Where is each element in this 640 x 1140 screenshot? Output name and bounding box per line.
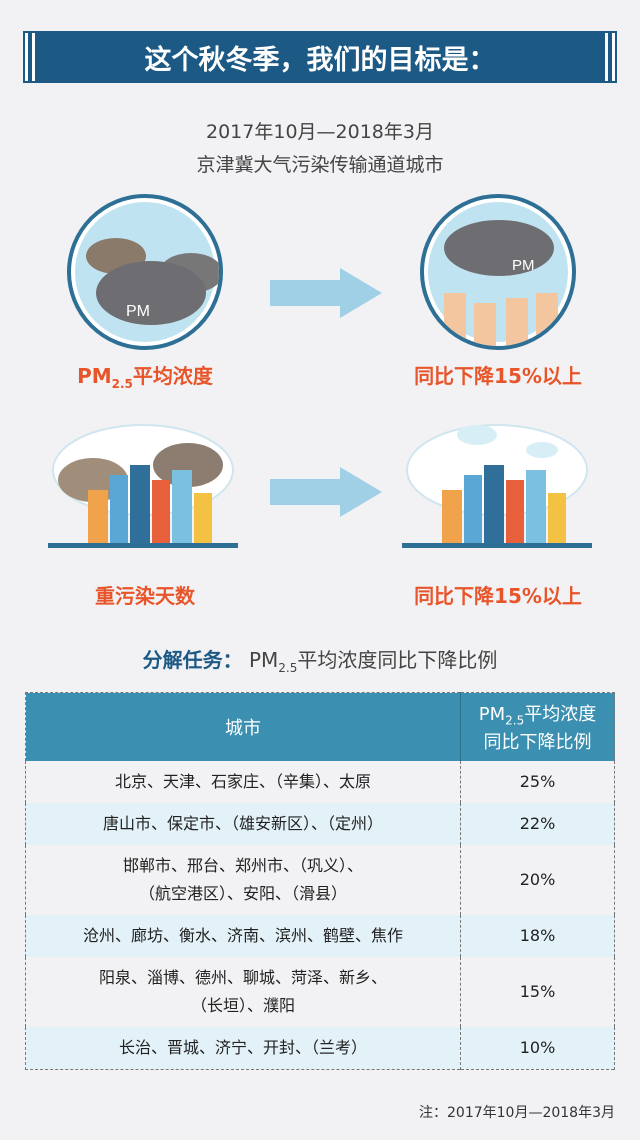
cities-cell: 北京、天津、石家庄、（辛集）、太原 [25,760,461,803]
svg-text:PM: PM [512,257,535,274]
heavy-pollution-target: 同比下降15%以上 [414,584,582,608]
rate-cell: 20% [460,844,615,915]
pm25-label: PM2.5平均浓度 [77,364,213,391]
heavy-pollution-days-label: 重污染天数 [95,584,195,608]
cities-cell: 沧州、廊坊、衡水、济南、滨州、鹤壁、焦作 [25,914,461,957]
cities-cell: 长治、晋城、济宁、开封、（兰考） [25,1026,461,1069]
section-title: 分解任务： PM2.5平均浓度同比下降比例 [142,648,498,675]
table-row: 邯郸市、邢台、郑州市、（巩义）、 （航空港区）、安阳、（滑县）20% [25,844,615,915]
clean-city-illustration [402,424,592,548]
arrow-right-icon [270,268,382,318]
rate-cell: 10% [460,1026,615,1069]
fists-cloud-icon: PM [444,220,558,346]
rate-cell: 18% [460,914,615,957]
rate-cell: 25% [460,760,615,803]
table-row: 长治、晋城、济宁、开封、（兰考）10% [25,1026,615,1069]
title-banner: 这个秋冬季，我们的目标是： [23,31,617,83]
header-rate: PM2.5平均浓度同比下降比例 [460,692,615,761]
table-row: 唐山市、保定市、（雄安新区）、（定州）22% [25,802,615,845]
scope-text: 京津冀大气污染传输通道城市 [196,154,444,176]
arrow-right-icon-2 [270,467,382,517]
cities-cell: 邯郸市、邢台、郑州市、（巩义）、 （航空港区）、安阳、（滑县） [25,844,461,915]
smog-cloud-icon: PM [86,238,219,325]
period-text: 2017年10月—2018年3月 [206,121,434,143]
improved-air-illustration: PM [420,194,576,350]
rate-cell: 22% [460,802,615,845]
svg-text:PM: PM [126,303,150,320]
banner-title: 这个秋冬季，我们的目标是： [144,44,496,76]
polluted-cloud-illustration: PM [67,194,223,350]
cities-cell: 阳泉、淄博、德州、聊城、菏泽、新乡、 （长垣）、濮阳 [25,956,461,1027]
header-city: 城市 [25,692,461,761]
polluted-city-illustration [48,424,238,548]
footnote: 注：2017年10月—2018年3月 [419,1105,615,1121]
rate-cell: 15% [460,956,615,1027]
pm25-target: 同比下降15%以上 [414,364,582,388]
cities-cell: 唐山市、保定市、（雄安新区）、（定州） [25,802,461,845]
